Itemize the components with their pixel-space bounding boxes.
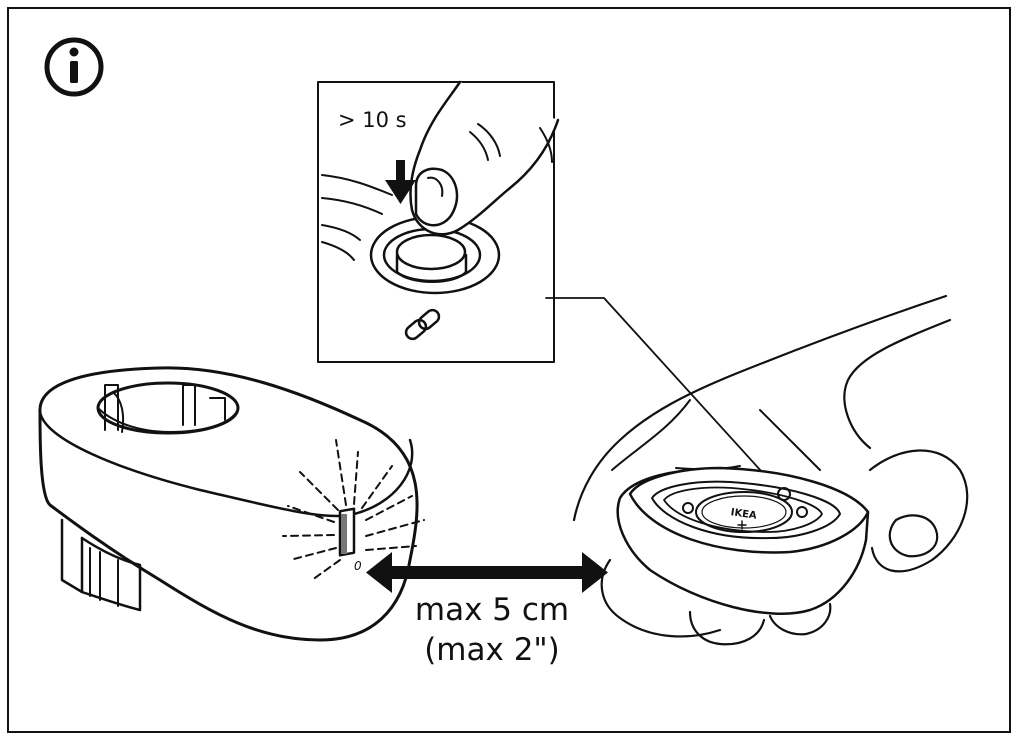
battery-brand-text: IKEA [730,507,758,522]
led-light-rays [282,439,425,581]
link-icon [404,308,441,341]
detail-inset [317,80,560,363]
info-icon [44,37,104,97]
hand-with-remote [572,294,969,646]
distance-metric: max 5 cm [414,592,570,628]
distance-label: max 5 cm (max 2") [392,590,592,670]
down-arrow-icon [385,160,416,204]
led-marker-label: 0 [354,559,362,573]
hold-duration-label: > 10 s [338,108,407,132]
distance-imperial: (max 2") [424,632,560,668]
smart-plug [38,366,425,642]
double-arrow-icon [366,552,608,593]
leader-line [545,297,783,495]
